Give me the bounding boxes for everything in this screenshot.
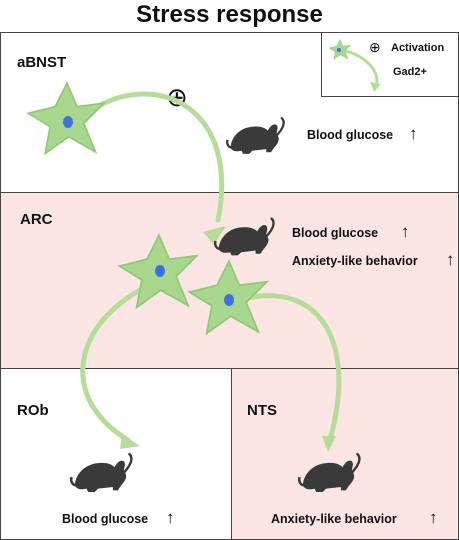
legend-arrow <box>338 48 379 88</box>
neuron-arc-1 <box>118 234 198 309</box>
abnst-blood-glucose-text: Blood glucose <box>307 128 394 142</box>
arc-blood-glucose-text: Blood glucose <box>292 226 379 240</box>
panel-rob <box>0 368 232 540</box>
arrow-abnst-to-arc <box>92 91 225 223</box>
neuron-abnst <box>27 82 105 155</box>
arc-anxiety-text: Anxiety-like behavior <box>292 254 418 268</box>
abnst-increase-arrow: ↑ <box>409 124 418 143</box>
arrow-arc-to-nts <box>237 293 342 443</box>
arrow-arc-to-rob <box>80 287 143 443</box>
arrowhead-nts <box>322 436 336 452</box>
panel-nts <box>231 368 459 540</box>
mouse-icon-nts <box>298 452 361 494</box>
mouse-icon-abnst <box>226 116 285 156</box>
mouse-icon-arc <box>214 217 275 257</box>
projection-arrows <box>80 48 379 443</box>
rob-increase-arrow: ↑ <box>166 508 175 527</box>
arrowhead-rob <box>120 434 140 449</box>
region-label-abnst: aBNST <box>17 54 67 71</box>
nts-anxiety-text: Anxiety-like behavior <box>271 512 397 526</box>
arc-glucose-increase-arrow: ↑ <box>401 222 410 241</box>
legend-arrowhead <box>370 82 381 92</box>
arrowhead-arc <box>203 226 226 245</box>
nts-increase-arrow: ↑ <box>429 508 438 527</box>
neuron-arc-2 <box>188 260 268 335</box>
legend-activation-symbol: ⊕ <box>369 39 381 55</box>
figure-title: Stress response <box>136 1 323 28</box>
legend-activation-label: Activation <box>391 42 445 54</box>
arrowheads <box>120 82 381 452</box>
region-label-nts: NTS <box>247 402 277 419</box>
arc-anxiety-increase-arrow: ↑ <box>446 250 455 269</box>
legend-cell-type-label: Gad2+ <box>393 66 427 78</box>
legend-neuron-icon <box>328 39 351 60</box>
region-label-rob: ROb <box>17 402 49 419</box>
rob-blood-glucose-text: Blood glucose <box>62 512 149 526</box>
mouse-icon-rob <box>70 452 133 494</box>
legend-box <box>321 32 459 97</box>
region-label-arc: ARC <box>20 211 53 228</box>
